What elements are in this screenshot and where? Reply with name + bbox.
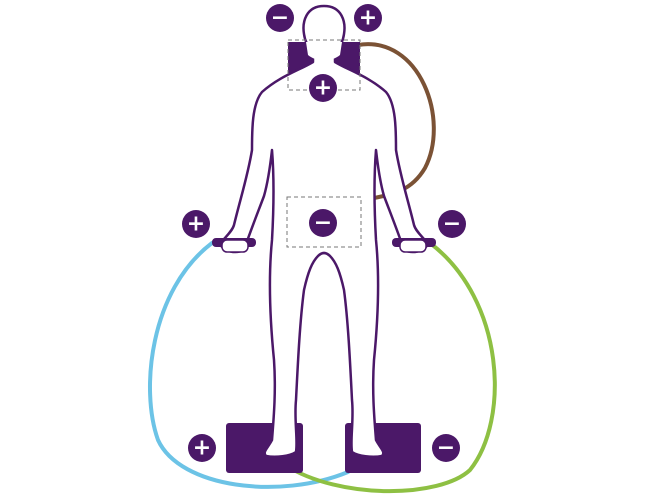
svg-text:+: + <box>187 212 205 237</box>
badge-left-foot: + <box>188 434 216 462</box>
badge-abdomen: − <box>309 209 337 237</box>
svg-text:−: − <box>314 211 332 236</box>
svg-text:+: + <box>193 436 211 461</box>
svg-text:−: − <box>271 6 289 31</box>
green-wire <box>283 241 497 494</box>
svg-text:+: + <box>314 76 332 101</box>
neck-pad-center <box>306 42 342 61</box>
svg-text:+: + <box>359 6 377 31</box>
abdomen-zone-dashed <box>286 196 362 248</box>
badge-head-left: − <box>266 4 294 32</box>
blue-wire <box>148 241 350 489</box>
right-hand-electrode <box>392 238 436 253</box>
svg-text:−: − <box>443 212 461 237</box>
svg-text:−: − <box>437 436 455 461</box>
left-hand-electrode <box>212 238 256 253</box>
badge-neck: + <box>309 74 337 102</box>
badge-left-hand: + <box>182 210 210 238</box>
badge-right-foot: − <box>432 434 460 462</box>
badge-right-hand: − <box>438 210 466 238</box>
badge-head-right: + <box>354 4 382 32</box>
